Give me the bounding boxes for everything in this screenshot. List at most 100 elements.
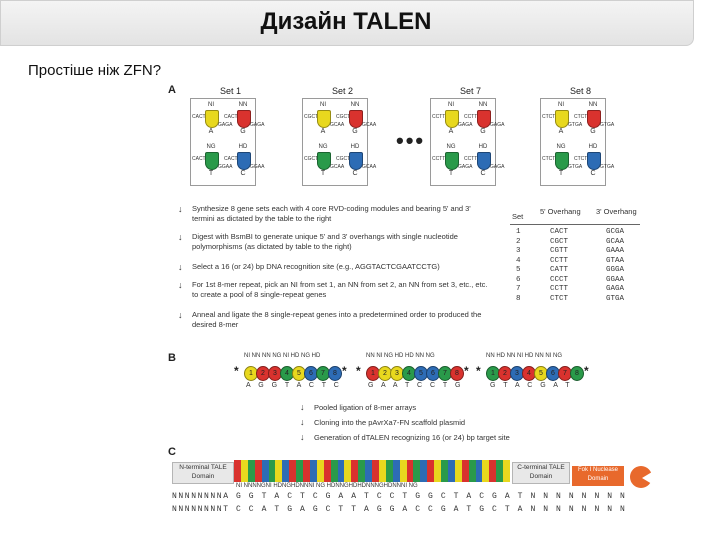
ni-module	[555, 110, 569, 128]
five-prime-overhang: CTCT	[542, 156, 556, 162]
rvd-label: NN	[478, 102, 488, 108]
rvd-label: NN	[238, 102, 248, 108]
protocol-step-4: For 1st 8-mer repeat, pick an NI from se…	[192, 280, 488, 299]
hd-module	[349, 152, 363, 170]
panel-b-label: B	[168, 352, 176, 364]
ni-module	[317, 110, 331, 128]
repeat-segment	[420, 460, 428, 482]
table-cell-3-overhang: GTGA	[606, 294, 625, 303]
fok-nuclease-domain: Fok I Nuclease Domain	[572, 466, 624, 486]
table-cell-5-overhang: CCCT	[550, 275, 569, 284]
repeat-segment	[268, 460, 276, 482]
target-base: C	[590, 170, 596, 177]
target-base: T	[558, 170, 564, 177]
table-cell-5-overhang: CGCT	[550, 237, 569, 246]
rvd-label: NG	[206, 144, 216, 150]
repeat-segment	[413, 460, 421, 482]
table-cell-5-overhang: CGTT	[550, 247, 569, 255]
target-base: C	[352, 170, 358, 177]
five-prime-overhang: CTCT	[574, 156, 588, 162]
repeat-segment	[461, 460, 469, 482]
set-label: Set 2	[332, 86, 354, 96]
rvd-row: NI NNNNGNI HDNGHDNNNI NG HDNNGHDHDNNNGHD…	[236, 483, 418, 489]
repeat-segment	[275, 460, 283, 482]
repeat-segment	[296, 460, 304, 482]
target-base: G	[590, 128, 596, 135]
repeat-segment	[234, 460, 241, 482]
three-prime-overhang: GCAA	[330, 122, 345, 128]
repeat-segment	[309, 460, 317, 482]
table-cell-3-overhang: GTAA	[606, 256, 625, 265]
target-base: T	[320, 170, 326, 177]
rvd-label: NI	[558, 102, 564, 108]
three-prime-overhang: GAGA	[490, 122, 505, 128]
star: *	[234, 364, 239, 378]
repeat-segment	[240, 460, 248, 482]
table-cell-5-overhang: CTCT	[550, 294, 569, 303]
repeat-segment	[385, 460, 393, 482]
group2-rvds: NN NI NG HD HD NN NG	[366, 353, 435, 359]
slide-subtitle: Простіше ніж ZFN?	[28, 62, 162, 79]
repeat-segment	[261, 460, 269, 482]
arrow: ↓	[178, 280, 183, 290]
repeat-segment	[254, 460, 262, 482]
hd-module	[587, 152, 601, 170]
protocol-step-1: Synthesize 8 gene sets each with 4 core …	[192, 204, 471, 223]
protocol-step-3: Select a 16 (or 24) bp DNA recognition s…	[192, 262, 440, 271]
table-cell-set: 6	[516, 275, 521, 284]
panel-b-step-3: Generation of dTALEN recognizing 16 (or …	[314, 433, 510, 442]
table-cell-set: 7	[516, 285, 521, 293]
ellipsis: •••	[396, 128, 426, 153]
three-prime-overhang: GAGA	[458, 122, 473, 128]
three-prime-overhang: GTGA	[600, 122, 615, 128]
table-cell-3-overhang: GCAA	[606, 237, 625, 246]
table-cell-5-overhang: CACT	[550, 228, 569, 236]
table-cell-set: 2	[516, 237, 521, 246]
nuclease-shape-mouth	[642, 472, 652, 484]
star: *	[342, 364, 347, 378]
arrow: ↓	[300, 417, 305, 427]
repeat-segment	[406, 460, 414, 482]
hd-module	[237, 152, 251, 170]
repeat-segment	[372, 460, 379, 482]
slide-title: Дизайн TALEN	[260, 8, 432, 35]
repeat-segment	[282, 460, 290, 482]
three-prime-overhang: GAGA	[458, 164, 473, 170]
table-cell-3-overhang: GCGA	[606, 228, 625, 236]
five-prime-overhang: CGCT	[336, 114, 351, 120]
rvd-label: NG	[556, 144, 566, 150]
five-prime-overhang: CGCT	[336, 156, 351, 162]
table-cell-3-overhang: GAAA	[606, 247, 625, 255]
star: *	[356, 364, 361, 378]
rvd-bead: 8	[450, 366, 464, 381]
five-prime-overhang: CACT	[192, 156, 206, 162]
ng-module	[555, 152, 569, 170]
target-base: A	[320, 128, 326, 135]
set-label: Set 8	[570, 86, 592, 96]
arrow: ↓	[178, 232, 183, 242]
three-prime-overhang: GGAA	[250, 164, 265, 170]
rvd-bead: 8	[328, 366, 342, 381]
arrow: ↓	[178, 310, 183, 320]
panel-b-step-1: Pooled ligation of 8-mer arrays	[314, 403, 417, 412]
group2-bases: G A A T C C T G	[368, 382, 464, 389]
repeat-segment	[441, 460, 448, 482]
repeat-segment	[503, 460, 511, 482]
rvd-label: HD	[238, 144, 248, 150]
repeat-segment	[365, 460, 373, 482]
ng-module	[317, 152, 331, 170]
five-prime-overhang: CCTT	[464, 114, 478, 120]
dna-top-strand: NNNNNNNNA G G T A C T C G A A T C C T G …	[172, 492, 627, 501]
repeat-segment	[358, 460, 366, 482]
repeat-segment	[289, 460, 297, 482]
three-prime-overhang: GAGA	[250, 122, 265, 128]
set-label: Set 7	[460, 86, 482, 96]
target-base: C	[480, 170, 486, 177]
table-header-set: Set	[512, 212, 524, 221]
n-terminal-domain: N-terminal TALE Domain	[172, 462, 234, 484]
rvd-label: NI	[448, 102, 454, 108]
five-prime-overhang: CACT	[224, 156, 238, 162]
rvd-label: HD	[350, 144, 360, 150]
nn-module	[349, 110, 363, 128]
target-base: G	[480, 128, 486, 135]
